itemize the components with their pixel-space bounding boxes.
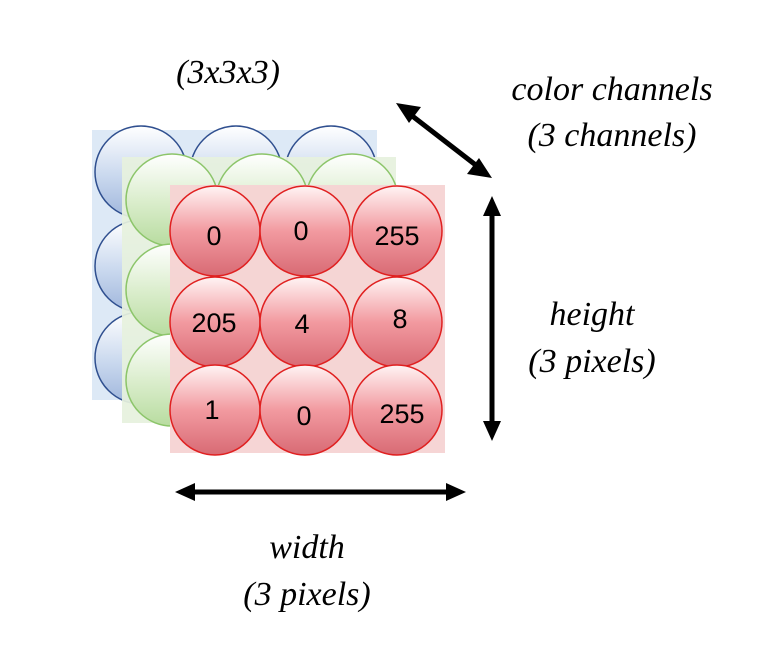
color-channels-count-label: (3 channels) bbox=[527, 117, 696, 154]
height-count-label: (3 pixels) bbox=[528, 343, 655, 380]
pixel-value: 0 bbox=[296, 401, 311, 431]
width-label: width bbox=[269, 529, 345, 566]
pixel-value: 8 bbox=[392, 304, 407, 334]
red-pixel-circle bbox=[351, 185, 443, 277]
pixel-value: 0 bbox=[206, 221, 221, 251]
red-pixel-circle bbox=[259, 364, 351, 456]
color-channels-label: color channels bbox=[511, 71, 712, 108]
pixel-value: 255 bbox=[379, 399, 424, 429]
red-pixel-circle bbox=[351, 364, 443, 456]
height-arrow bbox=[483, 196, 501, 441]
red-channel-layer: 0 0 255 205 4 8 1 0 255 bbox=[169, 185, 445, 456]
diagram-title: (3x3x3) bbox=[176, 54, 280, 91]
pixel-value: 4 bbox=[294, 309, 309, 339]
pixel-value: 255 bbox=[374, 221, 419, 251]
height-label: height bbox=[550, 296, 637, 333]
width-arrow bbox=[175, 483, 466, 501]
pixel-value: 0 bbox=[293, 216, 308, 246]
width-count-label: (3 pixels) bbox=[243, 576, 370, 613]
pixel-value: 1 bbox=[204, 395, 219, 425]
red-pixel-circle bbox=[259, 185, 351, 277]
pixel-value: 205 bbox=[191, 308, 236, 338]
color-channels-arrow bbox=[396, 103, 492, 178]
